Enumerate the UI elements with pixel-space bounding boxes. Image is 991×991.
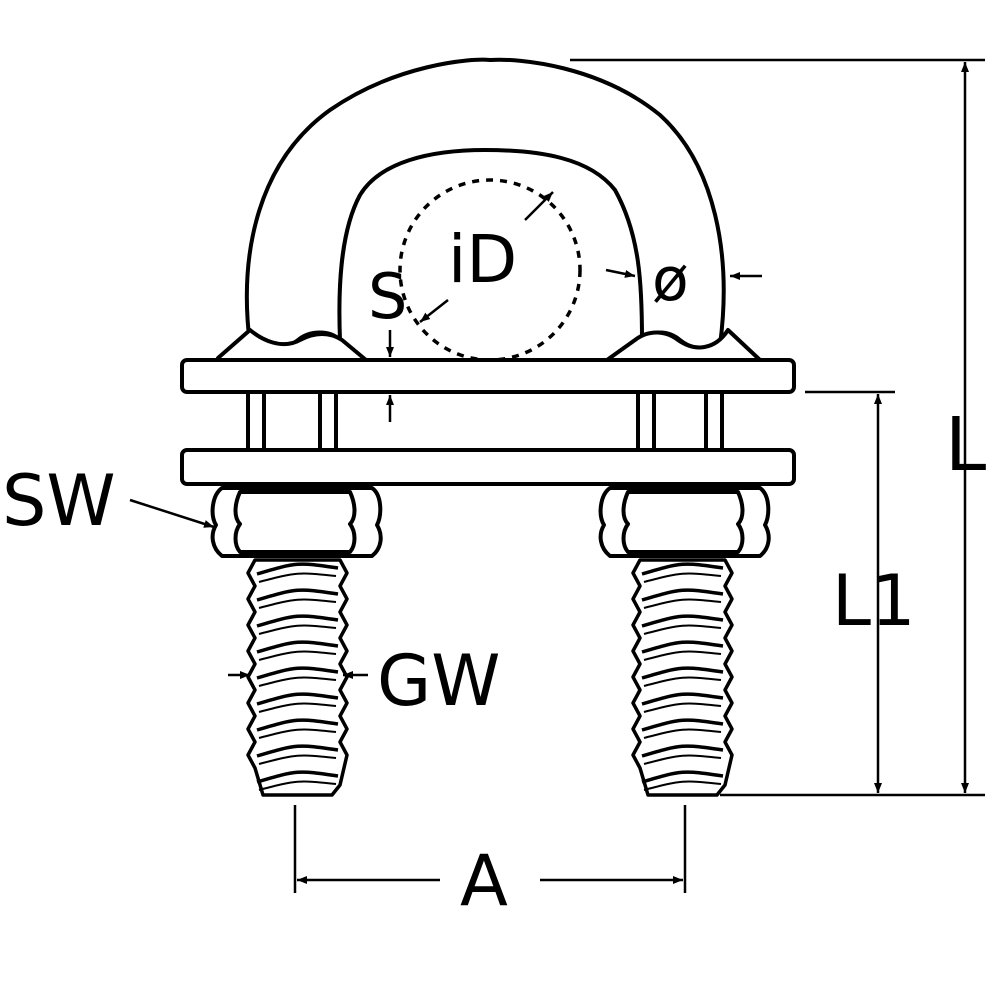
upper-plate [180, 358, 796, 394]
thread-root [258, 624, 337, 635]
label-sw: SW [2, 460, 116, 542]
thread-crest [641, 770, 724, 784]
thread-crest [641, 614, 724, 628]
label-id: iD [448, 221, 517, 298]
thread-crest [256, 718, 339, 732]
label-gw: GW [377, 640, 500, 722]
right-nut-face [621, 490, 745, 554]
thread-root [258, 780, 337, 791]
thread-crest [641, 640, 724, 654]
thread-root [258, 702, 337, 713]
thread-crest [256, 744, 339, 758]
label-a: A [460, 840, 508, 922]
thread-crest [641, 588, 724, 602]
thread-root [643, 702, 722, 713]
thread-right [631, 558, 734, 797]
sw-leader [129, 498, 215, 529]
thread-root [643, 598, 722, 609]
thread-crest [256, 770, 339, 784]
rope-circle-dashed [398, 178, 582, 362]
leg-right-outer [704, 390, 724, 452]
thread-crest [641, 692, 724, 706]
thread-crest [256, 562, 339, 576]
thread-crest [641, 562, 724, 576]
thread-root [258, 650, 337, 661]
right-nut [598, 486, 771, 558]
label-l: L [945, 402, 986, 488]
thread-root [643, 676, 722, 687]
thread-crest [256, 666, 339, 680]
thread-root [643, 624, 722, 635]
id-arrow-lower [419, 299, 449, 323]
thread-left [246, 558, 349, 797]
left-nut-face [233, 490, 357, 554]
thread-crest [641, 666, 724, 680]
thread-crest [256, 588, 339, 602]
thread-crest [256, 640, 339, 654]
saddle-right [598, 328, 762, 367]
thread-root [643, 754, 722, 765]
label-s: S [368, 260, 407, 333]
thread-root [258, 728, 337, 739]
leg-right-inner [636, 390, 656, 452]
thread-root [258, 598, 337, 609]
thread-root [258, 676, 337, 687]
thread-root [643, 572, 722, 583]
thread-crest [641, 718, 724, 732]
leg-left-outer [246, 390, 266, 452]
thread-root [643, 780, 722, 791]
id-arrow-upper [524, 191, 554, 221]
left-nut [210, 486, 383, 558]
thread-root [643, 650, 722, 661]
phi-arrow-left [605, 268, 636, 278]
thread-crest [641, 744, 724, 758]
saddle-left [216, 328, 374, 367]
leg-left-inner [318, 390, 338, 452]
thread-root [258, 754, 337, 765]
thread-root [643, 728, 722, 739]
label-l1: L1 [832, 560, 916, 642]
thread-root [258, 572, 337, 583]
thread-crest [256, 614, 339, 628]
lower-plate [180, 448, 796, 486]
label-phi: ø [652, 245, 689, 315]
thread-crest [256, 692, 339, 706]
